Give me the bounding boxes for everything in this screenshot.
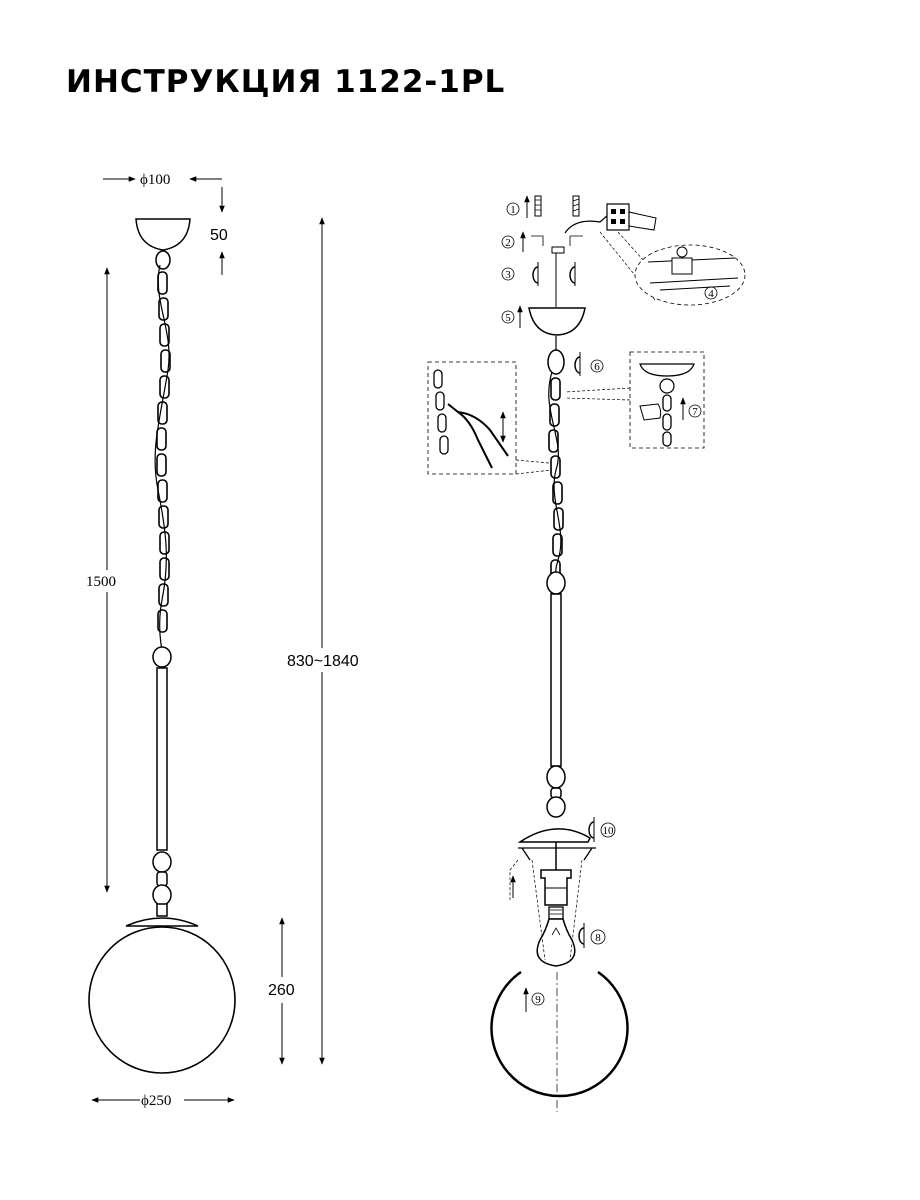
shade-height-label: 260 (268, 982, 295, 999)
dimension-drawing: ϕ100 50 1500 830~1840 260 ϕ250 (86, 172, 359, 1109)
assembly-canopy (528, 307, 586, 336)
step-8: 8 (536, 906, 606, 967)
step-9: 9 (490, 970, 629, 1112)
step-5: 5 (501, 253, 586, 336)
assembly-chain (548, 377, 564, 579)
wire (154, 264, 170, 651)
svg-text:8: 8 (595, 932, 601, 944)
total-height-label: 830~1840 (287, 653, 359, 670)
hand-icon (639, 403, 662, 421)
mounting-bracket (551, 246, 565, 254)
svg-text:6: 6 (594, 361, 600, 373)
assembly-rod (550, 593, 562, 767)
svg-text:9: 9 (535, 994, 541, 1006)
pliers-detail (427, 361, 553, 475)
top-connector (155, 250, 171, 270)
shade-cap (125, 917, 199, 927)
assembly-drawing: 1 4 (427, 195, 746, 1112)
svg-text:5: 5 (505, 312, 511, 324)
canopy (135, 218, 191, 251)
step-6: 6 (547, 336, 604, 376)
step-3: 3 (501, 262, 576, 286)
assembly-globe (490, 970, 629, 1098)
svg-text:7: 7 (692, 406, 698, 418)
step-4-detail: 4 (634, 244, 746, 306)
step-2: 2 (501, 231, 583, 254)
svg-text:4: 4 (708, 288, 714, 300)
bulb (536, 918, 576, 967)
wall-anchor (534, 195, 542, 217)
globe-shade (88, 926, 236, 1074)
canopy-height-label: 50 (210, 227, 228, 244)
svg-text:10: 10 (603, 825, 615, 837)
rod (156, 667, 168, 851)
chain (156, 271, 171, 633)
step-7-detail: 7 (564, 351, 705, 449)
lower-connector (152, 851, 172, 873)
step-1: 1 (506, 195, 580, 218)
svg-text:3: 3 (505, 269, 511, 281)
pliers (447, 403, 509, 469)
shade-diameter-label: ϕ250 (141, 1093, 171, 1109)
svg-text:1: 1 (510, 204, 516, 216)
chain-length-label: 1500 (86, 574, 116, 590)
step-10: 10 (517, 817, 616, 843)
canopy-diameter-label: ϕ100 (140, 172, 170, 188)
page-title: ИНСТРУКЦИЯ 1122-1PL (66, 64, 506, 100)
svg-text:2: 2 (505, 237, 511, 249)
middle-connector (152, 646, 172, 668)
terminal-block (564, 203, 657, 234)
